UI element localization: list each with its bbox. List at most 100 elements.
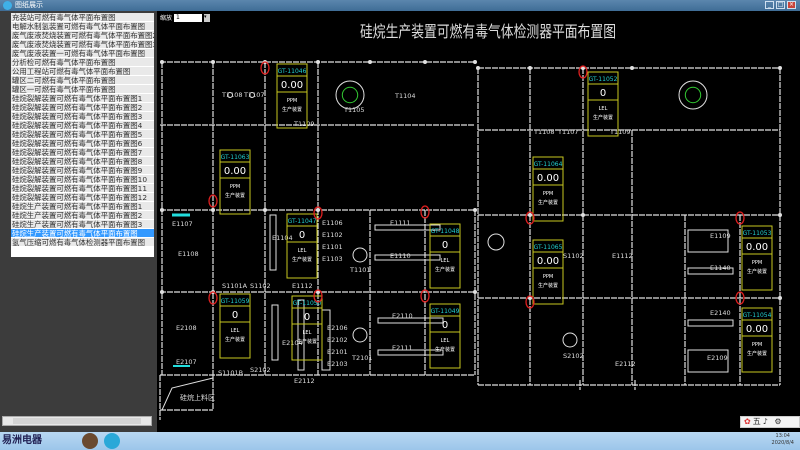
detector-box (219, 149, 251, 215)
detector-unit: PPM (230, 184, 240, 190)
detector-desc: 生产装置 (435, 266, 455, 273)
drawing-list-item[interactable]: 硅烷裂解装置可燃有毒气体平面布置图6 (11, 139, 154, 148)
detector-value: 0.00 (537, 173, 559, 184)
detector-unit: LEL (599, 106, 608, 112)
vessel-icon (352, 327, 368, 343)
column-node (473, 60, 477, 64)
drawing-list-item[interactable]: 废气废液焚烧装置可燃有毒气体平面布置图3 (11, 40, 154, 49)
chevron-down-icon[interactable]: ▾ (204, 13, 211, 22)
drawing-list-item[interactable]: 硅烷裂解装置可燃有毒气体平面布置图9 (11, 166, 154, 175)
drawing-list-item[interactable]: 硅烷裂解装置可燃有毒气体平面布置图1 (11, 94, 154, 103)
drawing-list-item[interactable]: 硅烷生产装置可燃有毒气体平面布置图2 (11, 211, 154, 220)
detector-desc: 生产装置 (282, 106, 302, 113)
equipment-label: E1112 (292, 282, 313, 290)
drawing-list-item[interactable]: 氢气压缩可燃有毒气体检测器平面布置图 (11, 238, 154, 247)
detector-desc: 生产装置 (225, 192, 245, 199)
drawing-list-item[interactable]: 罐区一可燃有毒气体平面布置图 (11, 85, 154, 94)
drawing-list-item[interactable]: 硅烷生产装置可燃有毒气体平面布置图1 (11, 202, 154, 211)
equipment-label: E2107 (176, 358, 197, 366)
detector-value: 0 (299, 230, 305, 241)
equipment-outline (687, 349, 729, 373)
drawing-list-item[interactable]: 公用工程站可燃有毒气体平面布置图 (11, 67, 154, 76)
detector-unit: LEL (231, 328, 240, 334)
maximize-button[interactable]: □ (776, 1, 785, 9)
drawing-list-item[interactable]: 硅烷裂解装置可燃有毒气体平面布置图8 (11, 157, 154, 166)
taskbar-app-icon[interactable] (104, 433, 120, 449)
drawing-list-item[interactable]: 硅烷裂解装置可燃有毒气体平面布置图10 (11, 175, 154, 184)
drawing-list-item[interactable]: 硅烷裂解装置可燃有毒气体平面布置图5 (11, 130, 154, 139)
column-node (581, 213, 585, 217)
detector-box (219, 293, 251, 359)
detector-box (532, 156, 564, 222)
drawing-list-item[interactable]: 硅烷裂解装置可燃有毒气体平面布置图12 (11, 193, 154, 202)
detector-id: GT-11059 (221, 298, 250, 305)
detector-desc: 生产装置 (435, 346, 455, 353)
drawing-list-item[interactable]: 废气废液焚烧装置可燃有毒气体平面布置图2 (11, 31, 154, 40)
drawing-list[interactable]: 充装站可燃有毒气体平面布置图电解水制氢装置可燃有毒气体平面布置图废气废液焚烧装置… (11, 13, 154, 257)
drawing-list-item[interactable]: 硅烷裂解装置可燃有毒气体平面布置图3 (11, 112, 154, 121)
equipment-label: E2106 (327, 324, 348, 332)
vessel-icon (227, 92, 233, 98)
alarm-marker-icon (313, 289, 323, 303)
drawing-list-item[interactable]: 硅烷裂解装置可燃有毒气体平面布置图4 (11, 121, 154, 130)
detector-value: 0.00 (746, 242, 768, 253)
detector-unit: LEL (441, 338, 450, 344)
drawing-list-item[interactable]: 罐区二可燃有毒气体平面布置图 (11, 76, 154, 85)
drawing-list-item[interactable]: 充装站可燃有毒气体平面布置图 (11, 13, 154, 22)
equipment-label: T1104 (394, 92, 416, 100)
equipment-label: E1111 (390, 219, 411, 227)
zoom-select[interactable]: 1 (174, 13, 203, 22)
drawing-list-item[interactable]: 硅烷生产装置可燃有毒气体平面布置图 (11, 229, 154, 238)
horizontal-scrollbar[interactable] (2, 416, 152, 426)
detector-id: GT-11054 (743, 312, 772, 319)
drawing-list-item[interactable]: 硅烷生产装置可燃有毒气体平面布置图3 (11, 220, 154, 229)
title-bar: 图纸展示 _ □ × (0, 0, 800, 11)
alarm-marker-icon (260, 61, 270, 75)
drawing-list-item[interactable]: 分析检可燃有毒气体平面布置图 (11, 58, 154, 67)
equipment-label: E1112 (612, 252, 633, 260)
close-button[interactable]: × (787, 1, 796, 9)
start-button[interactable]: 易洲电器 (2, 435, 42, 446)
detector-value: 0.00 (537, 256, 559, 267)
ime-toolbar[interactable]: ✿五♪ ⚙ (740, 416, 800, 428)
taskbar-app-icon[interactable] (82, 433, 98, 449)
column-node (316, 208, 320, 212)
drawing-list-item[interactable]: 硅烷裂解装置可燃有毒气体平面布置图2 (11, 103, 154, 112)
detector-value: 0.00 (281, 80, 303, 91)
column-node (316, 290, 320, 294)
drawing-list-item[interactable]: 硅烷裂解装置可燃有毒气体平面布置图11 (11, 184, 154, 193)
minimize-button[interactable]: _ (765, 1, 774, 9)
equipment-label: E1102 (322, 231, 343, 239)
zoom-control: 缩放 1 ▾ (160, 13, 211, 22)
drawing-list-item[interactable]: 电解水制氢装置可燃有毒气体平面布置图 (11, 22, 154, 31)
column-node (473, 208, 477, 212)
alarm-marker-icon (208, 291, 218, 305)
detector-id: GT-11048 (431, 228, 460, 235)
equipment-outline (377, 349, 444, 356)
detector-desc: 生产装置 (538, 199, 558, 206)
scrollbar-thumb[interactable] (13, 418, 141, 424)
equipment-label: S1101A (222, 282, 248, 290)
column-node (528, 296, 532, 300)
alarm-marker-icon (420, 205, 430, 219)
equipment-outline (687, 319, 734, 327)
drawing-list-item[interactable]: 硅烷裂解装置可燃有毒气体平面布置图7 (11, 148, 154, 157)
equipment-label: E1140 (710, 264, 731, 272)
equipment-outline (269, 214, 277, 271)
detector-desc: 生产装置 (292, 256, 312, 263)
drawing-list-item[interactable]: 废气废液装置一可燃有毒气体平面布置图 (11, 49, 154, 58)
detector-box (291, 295, 323, 361)
